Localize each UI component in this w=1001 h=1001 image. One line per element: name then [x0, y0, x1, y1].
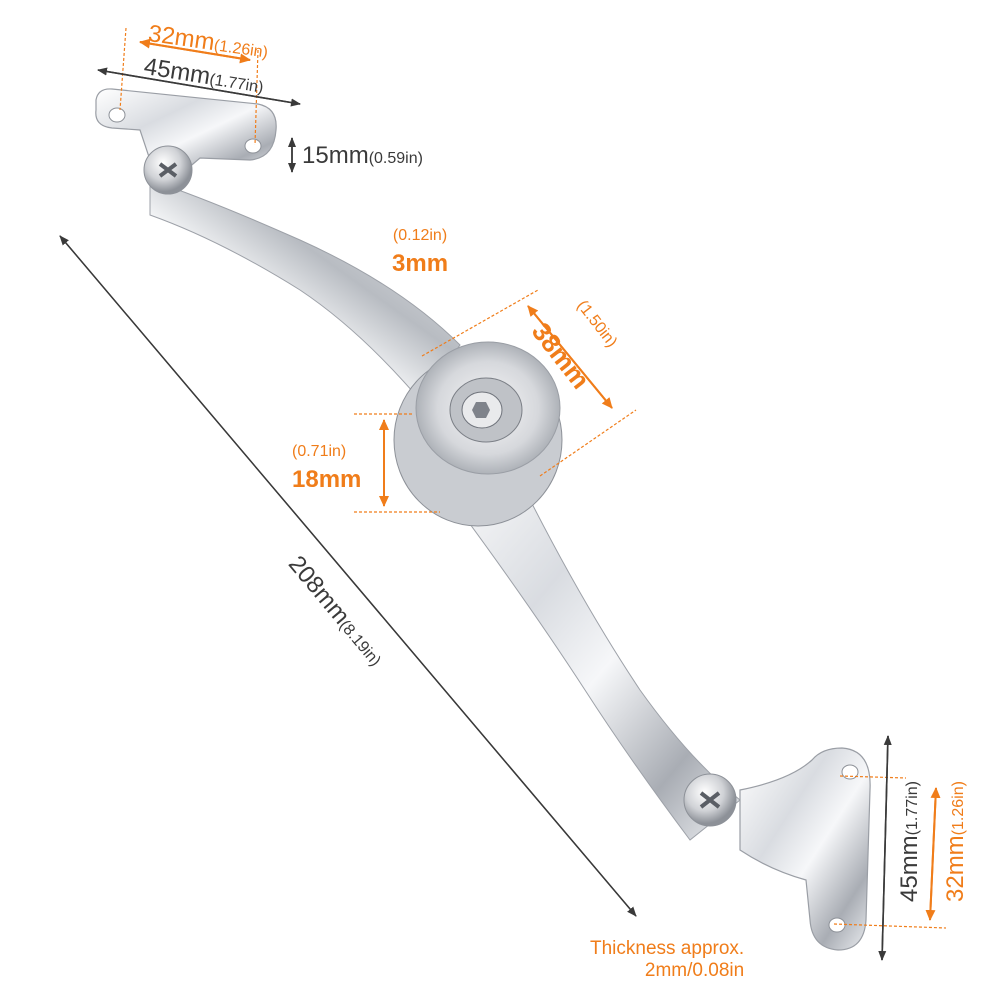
hex-socket-icon: [472, 402, 490, 418]
dim-bracket-height: 15mm(0.59in): [302, 144, 423, 168]
bottom-mounting-bracket: [739, 747, 871, 951]
dimension-lines: [59, 27, 947, 961]
top-mounting-bracket: [95, 88, 277, 176]
upper-arm: [149, 179, 461, 401]
thickness-note-line2: 2mm/0.08in: [644, 959, 745, 981]
mounting-hole: [244, 138, 262, 154]
thickness-note-line1: Thickness approx.: [590, 938, 745, 959]
dim-value: 32mm: [942, 835, 969, 902]
dim-value: 3mm: [392, 250, 449, 277]
dim-imperial: (0.12in): [392, 227, 448, 244]
dim-bottom-bracket-width: 45mm(1.77in): [896, 781, 923, 902]
dim-value: 15mm: [302, 142, 369, 169]
dim-hub-height: (0.71in) 18mm: [292, 444, 361, 492]
mounting-hole: [841, 764, 859, 780]
top-pivot-screw: [143, 145, 193, 195]
bottom-pivot-screw: [683, 773, 737, 827]
thickness-note: Thickness approx. 2mm/0.08in: [590, 938, 744, 982]
dim-value: 18mm: [292, 466, 362, 493]
dim-bottom-hole-spacing: 32mm(1.26in): [942, 781, 969, 902]
dim-imperial: (1.26in): [950, 781, 967, 836]
mounting-hole: [828, 917, 846, 933]
dim-imperial: (0.71in): [292, 443, 347, 460]
lower-arm: [428, 469, 741, 841]
dim-value: 45mm: [896, 835, 923, 902]
dim-imperial: (1.77in): [904, 781, 921, 836]
dim-imperial: (0.59in): [368, 150, 423, 167]
pivot-hub: [393, 341, 563, 527]
dim-arm-thickness: (0.12in) 3mm: [392, 228, 448, 276]
mounting-hole: [108, 107, 126, 123]
